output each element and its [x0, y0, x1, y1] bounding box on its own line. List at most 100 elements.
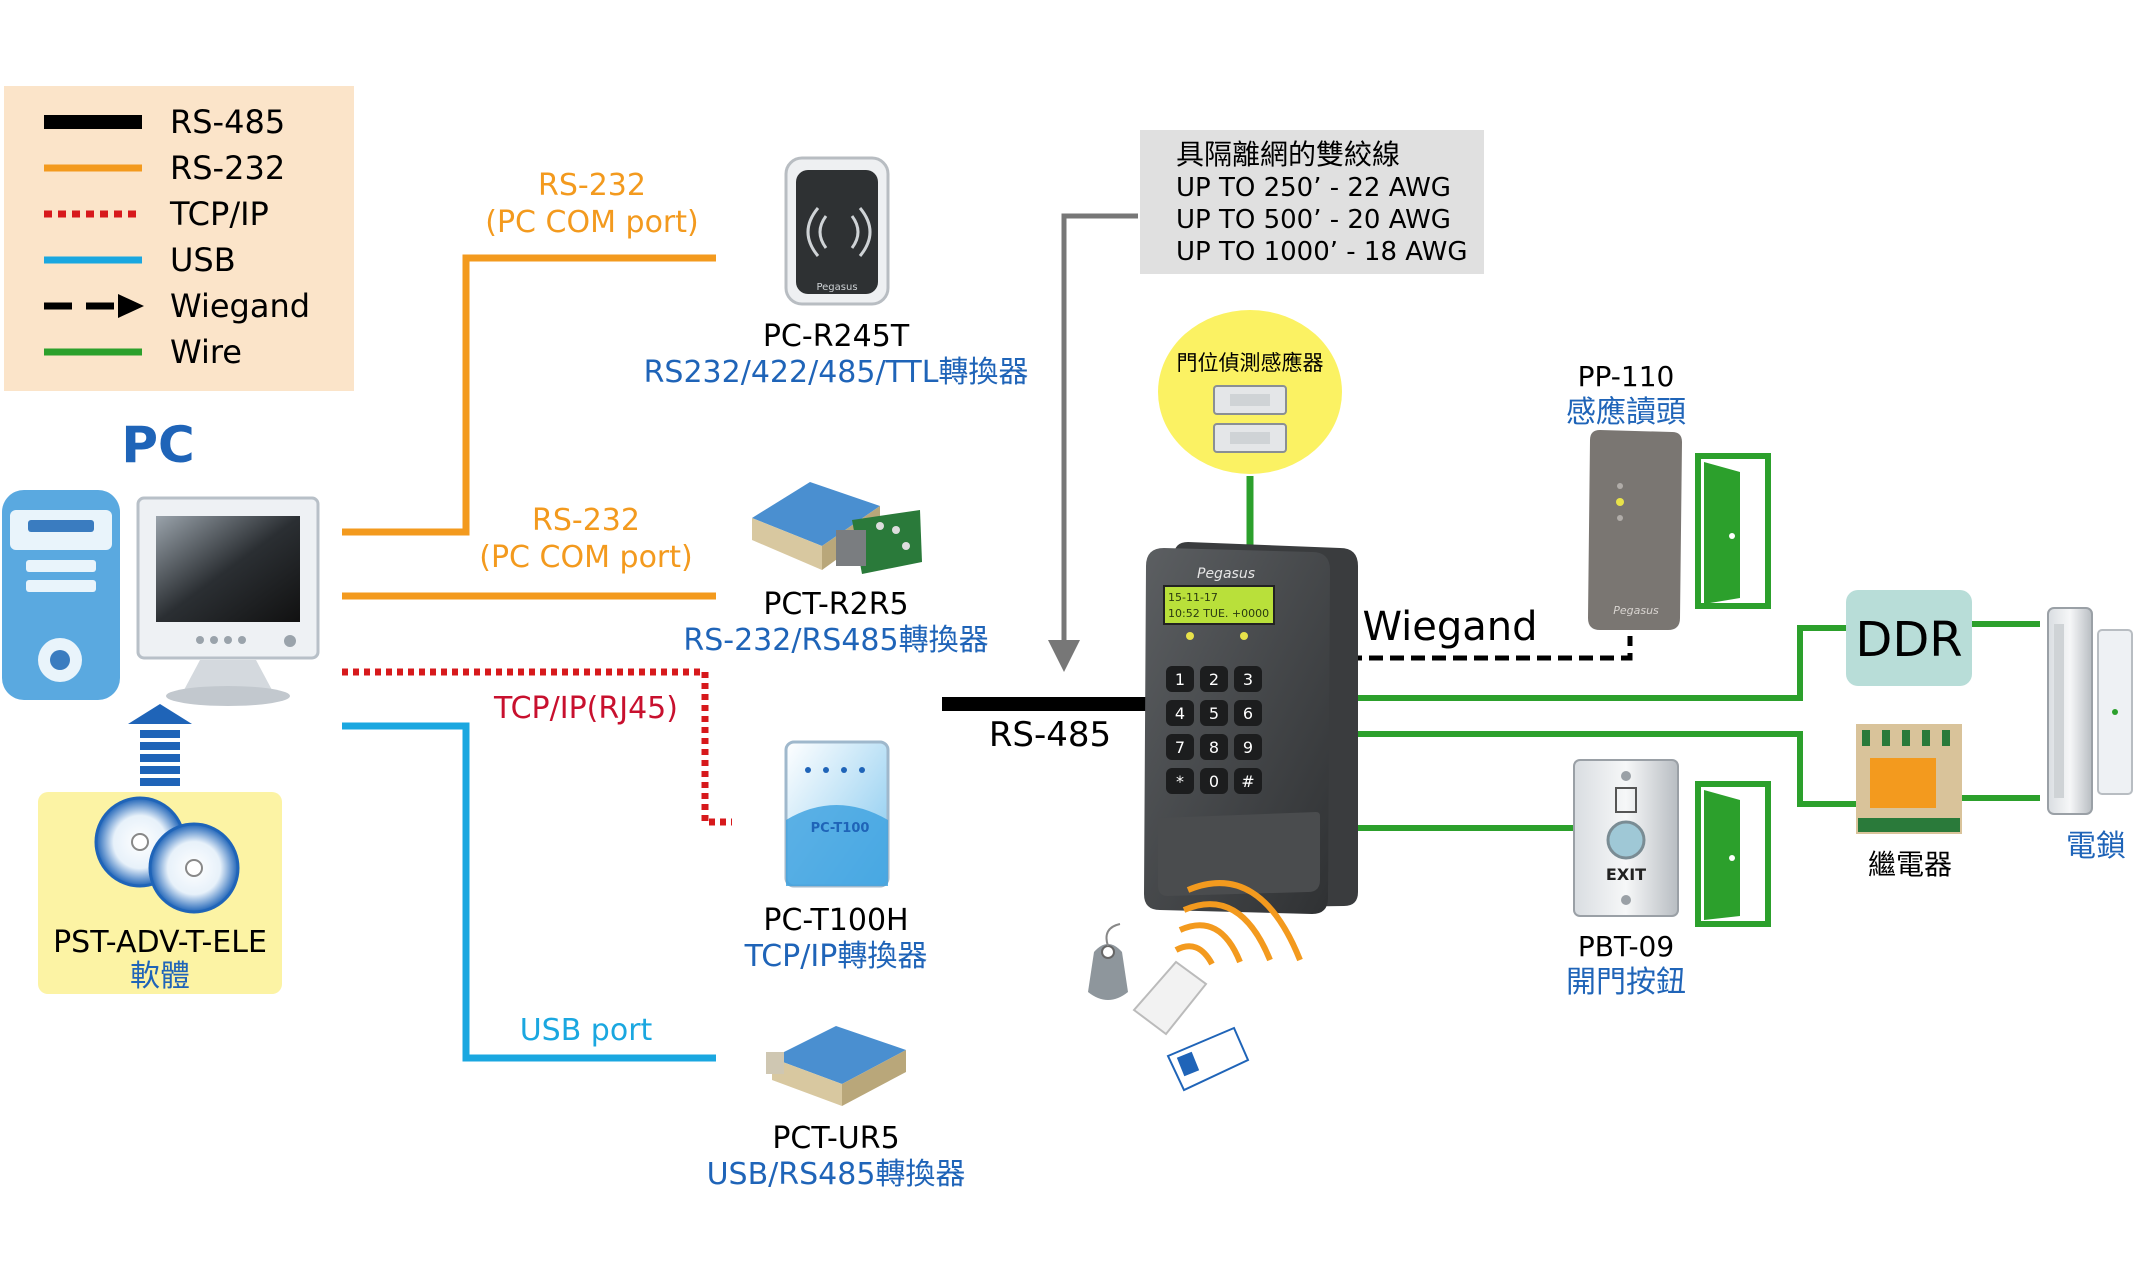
legend-label: RS-485	[170, 103, 285, 141]
keypad-key-label: 2	[1209, 670, 1219, 689]
pp110-brand: Pegasus	[1613, 604, 1659, 617]
converter-pct-ur5: PCT-UR5 USB/RS485轉換器	[707, 1026, 965, 1192]
usb-link	[342, 722, 716, 1062]
tcpip-link	[342, 668, 732, 826]
serial-converter-icon	[752, 482, 922, 574]
keypad-key-cap	[1234, 768, 1262, 794]
pp110-name: PP-110	[1578, 360, 1675, 393]
rfid-credentials	[1088, 880, 1303, 1092]
legend-label: RS-232	[170, 149, 285, 187]
keypad-key-label: 3	[1243, 670, 1253, 689]
r2r5-desc: RS-232/RS485轉換器	[683, 623, 988, 658]
pc-title: PC	[121, 416, 194, 474]
rs232-lower-label-1: RS-232	[532, 503, 640, 538]
keypad-key-cap	[1200, 734, 1228, 760]
t100h-name: PC-T100H	[763, 903, 908, 938]
reader-device-icon: Pegasus	[784, 156, 890, 306]
keypad-key[interactable]: 9	[1234, 734, 1262, 760]
exit-button-label: EXIT	[1606, 865, 1646, 884]
keypad-key-cap	[1234, 666, 1262, 692]
r2r5-name: PCT-R2R5	[763, 587, 908, 622]
key-fob-icon	[1088, 923, 1128, 1000]
cd-disc-icon	[94, 796, 240, 914]
keypad-key[interactable]: 4	[1166, 700, 1194, 726]
ddr-box	[1846, 590, 1972, 686]
legend-label: Wiegand	[170, 287, 310, 325]
wiegand-label: Wiegand	[1362, 604, 1537, 650]
software-box: PST-ADV-T-ELE 軟體	[38, 792, 282, 994]
keypad-key[interactable]: 7	[1166, 734, 1194, 760]
keypad-key-label: 8	[1209, 738, 1219, 757]
keypad-key[interactable]: 5	[1200, 700, 1228, 726]
magnetic-lock-icon	[2047, 607, 2133, 815]
legend-item: Wire	[44, 333, 242, 371]
door-sensor: 門位偵測感應器	[1158, 310, 1342, 474]
pbt09-name: PBT-09	[1578, 930, 1674, 963]
reader-pp110: PP-110 感應讀頭 Pegasus	[1566, 360, 1686, 630]
magnetic-sensor-icon	[1213, 385, 1287, 453]
software-name: PST-ADV-T-ELE	[53, 925, 267, 960]
pp110-desc: 感應讀頭	[1566, 395, 1686, 430]
pc-group: PC	[2, 416, 320, 994]
legend-background	[4, 86, 354, 391]
rs232-link-upper	[342, 254, 716, 536]
keypad-key[interactable]: 1	[1166, 666, 1194, 692]
keypad-key[interactable]: 6	[1234, 700, 1262, 726]
photo-id-card-icon	[1166, 1026, 1250, 1092]
keypad-key-cap	[1200, 700, 1228, 726]
pc-tower-icon	[2, 490, 120, 700]
controller-brand: Pegasus	[1197, 566, 1255, 582]
controller-lcd-line1: 15-11-17	[1168, 591, 1218, 604]
r245t-desc: RS232/422/485/TTL轉換器	[644, 355, 1029, 390]
keypad-key-label: 1	[1175, 670, 1185, 689]
keypad-key-label: 4	[1175, 704, 1185, 723]
r245t-logo: Pegasus	[816, 282, 857, 293]
electric-lock: 電鎖	[2047, 607, 2133, 864]
ddr-label: DDR	[1855, 612, 1962, 668]
arrow-right-icon	[118, 294, 144, 318]
lock-label: 電鎖	[2066, 829, 2126, 864]
pbt09-desc: 開門按鈕	[1566, 965, 1686, 1000]
keypad-key-cap	[1234, 700, 1262, 726]
keypad-key[interactable]: 3	[1234, 666, 1262, 692]
wiegand-link	[1348, 636, 1633, 661]
legend-item: TCP/IP	[44, 195, 269, 233]
tcpip-label: TCP/IP(RJ45)	[493, 691, 678, 726]
keypad-key-cap	[1166, 666, 1194, 692]
keypad-key-cap	[1234, 734, 1262, 760]
relay-label: 繼電器	[1868, 848, 1952, 881]
rs485-label: RS-485	[989, 715, 1111, 755]
usb-label: USB port	[520, 1013, 653, 1048]
rs232-lower-label-2: (PC COM port)	[479, 540, 692, 575]
keypad-key[interactable]: 0	[1200, 768, 1228, 794]
keypad-key[interactable]: 8	[1200, 734, 1228, 760]
keypad-key[interactable]: 2	[1200, 666, 1228, 692]
rs232-upper-label-1: RS-232	[538, 168, 646, 203]
cable-note-background	[1140, 130, 1484, 274]
keypad-key[interactable]: #	[1234, 768, 1262, 794]
keypad-key[interactable]: *	[1166, 768, 1194, 794]
cable-note-line-3: UP TO 1000’ - 18 AWG	[1176, 237, 1468, 267]
software-desc: 軟體	[130, 959, 190, 994]
controller-lcd	[1163, 585, 1275, 625]
keypad-key-label: 0	[1209, 772, 1219, 791]
relay-board-icon	[1856, 724, 1962, 834]
keypad-key-cap	[1166, 700, 1194, 726]
keypad-key-label: 7	[1175, 738, 1185, 757]
legend-item: USB	[44, 241, 236, 279]
legend-item: RS-485	[44, 103, 285, 141]
keypad-key-label: #	[1241, 772, 1254, 791]
rf-signal-icon	[1174, 880, 1303, 966]
door-icon-lower	[1695, 781, 1771, 927]
legend-label: Wire	[170, 333, 242, 371]
t100h-desc: TCP/IP轉換器	[744, 939, 928, 974]
keypad-key-cap	[1166, 734, 1194, 760]
controller-lcd-line2: 10:52 TUE. +0000	[1168, 607, 1269, 620]
rs232-upper-label-2: (PC COM port)	[485, 205, 698, 240]
t100h-device-label: PC-T100	[811, 821, 870, 836]
wire-to-relay	[1348, 731, 1860, 807]
